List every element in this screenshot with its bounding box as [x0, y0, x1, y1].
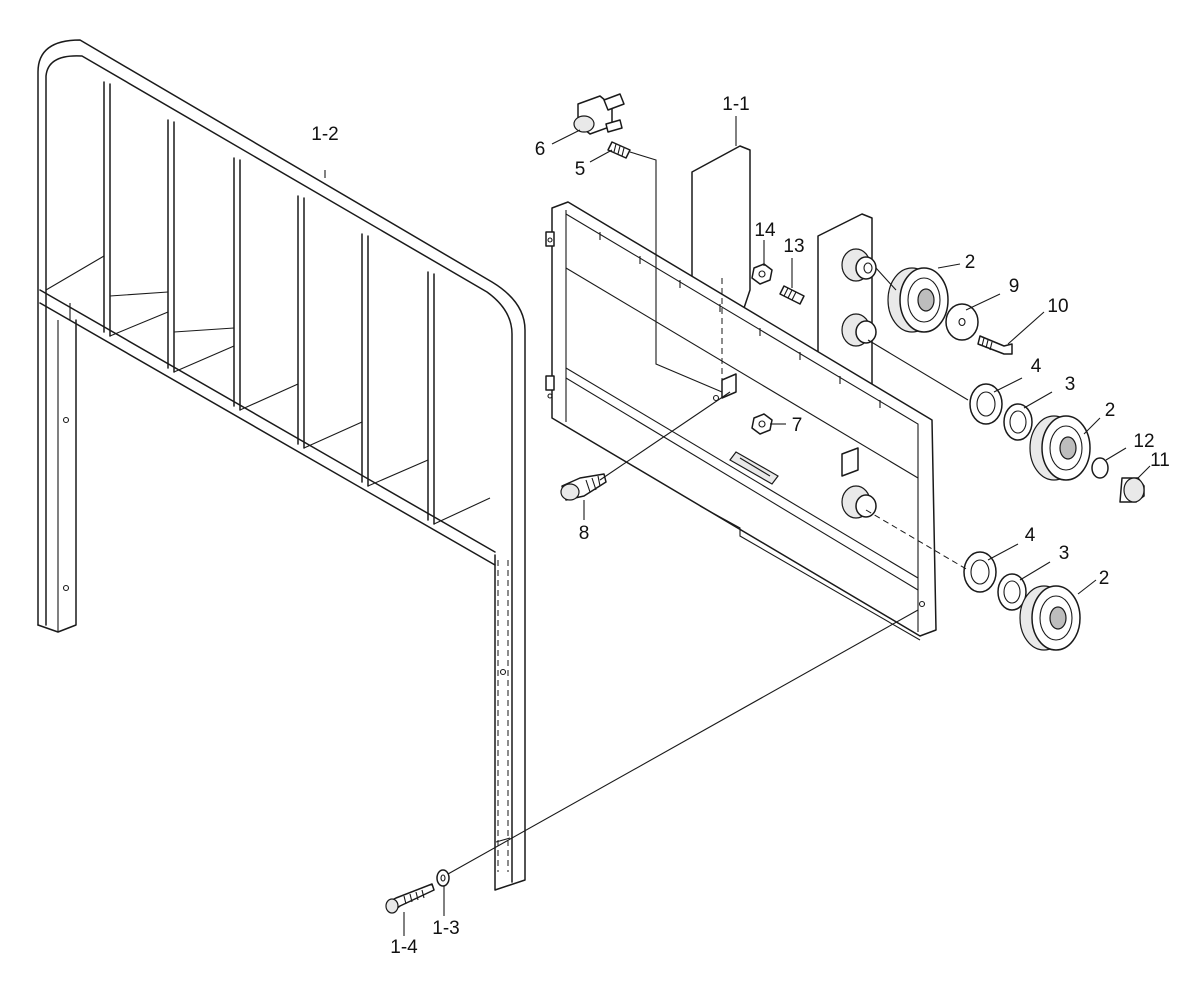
assembly-lines — [447, 151, 969, 875]
load-backrest-part-1-2 — [37, 39, 526, 891]
callout-12: 12 — [1133, 431, 1154, 452]
washer-part-9 — [945, 303, 979, 341]
ring-part-12 — [1091, 457, 1109, 479]
bolt-part-1-4 — [385, 883, 435, 914]
part-callouts: 1-1 1-2 1-3 1-4 2 2 2 3 3 4 4 5 6 7 8 9 … — [311, 94, 1170, 958]
shim-part-3-bot — [997, 573, 1027, 611]
callout-1-2: 1-2 — [311, 124, 338, 145]
callout-3-bot: 3 — [1059, 543, 1070, 564]
screw-part-10 — [977, 335, 1013, 355]
roller-bearing-part-2-top — [887, 267, 949, 333]
callout-14: 14 — [754, 220, 776, 241]
callout-2-bot: 2 — [1099, 568, 1110, 589]
callout-6: 6 — [535, 139, 546, 160]
callout-5: 5 — [575, 159, 586, 180]
roller-bearing-part-2-mid — [1029, 415, 1091, 481]
callout-1-1: 1-1 — [722, 94, 749, 115]
roller-bearing-part-2-bot — [1019, 585, 1081, 651]
nut-part-14 — [751, 263, 773, 285]
callout-11: 11 — [1150, 450, 1170, 471]
fork-carriage-part-1-1 — [545, 145, 937, 641]
callout-1-3: 1-3 — [432, 918, 459, 939]
fitting-part-6 — [573, 93, 625, 135]
shim-part-4-mid — [969, 383, 1003, 425]
stud-part-13 — [779, 285, 805, 305]
callout-7: 7 — [792, 415, 803, 436]
nut-part-7 — [751, 413, 773, 435]
callout-8: 8 — [579, 523, 590, 544]
callout-3-mid: 3 — [1065, 374, 1076, 395]
cap-screw-part-8 — [560, 473, 607, 501]
leader-lines — [324, 116, 1151, 936]
callout-4-mid: 4 — [1031, 356, 1042, 377]
shim-part-4-bot — [963, 551, 997, 593]
screw-part-5 — [607, 141, 631, 159]
callout-4-bot: 4 — [1025, 525, 1036, 546]
callout-10: 10 — [1047, 296, 1068, 317]
washer-part-1-3 — [436, 869, 450, 887]
callout-1-4: 1-4 — [390, 937, 418, 958]
callout-2-mid: 2 — [1105, 400, 1116, 421]
callout-13: 13 — [783, 236, 804, 257]
shim-part-3-mid — [1003, 403, 1033, 441]
callout-9: 9 — [1009, 276, 1020, 297]
callout-2-top: 2 — [965, 252, 976, 273]
cap-part-11 — [1119, 477, 1145, 503]
